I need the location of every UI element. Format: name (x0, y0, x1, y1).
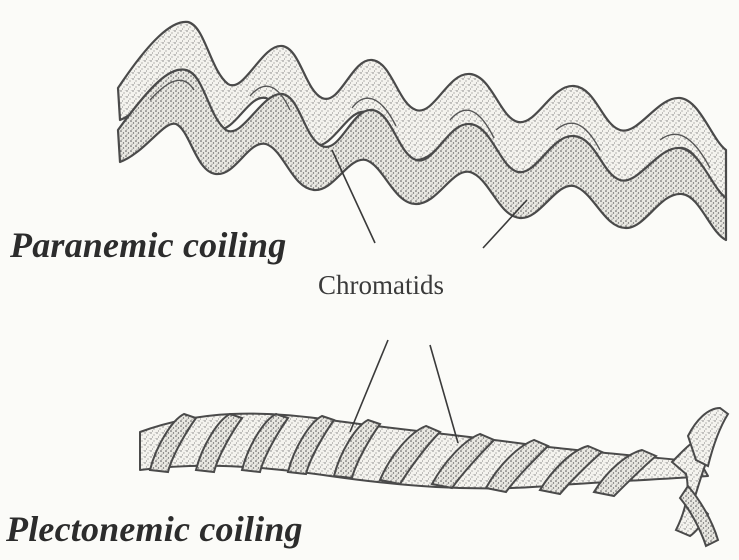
paranemic-coil (118, 22, 726, 240)
leader-line-bottom-right (430, 345, 458, 443)
plectonemic-coiling-label: Plectonemic coiling (6, 508, 303, 550)
leader-line-bottom-left (350, 340, 388, 432)
chromatids-label: Chromatids (318, 270, 444, 301)
paranemic-coiling-label: Paranemic coiling (10, 224, 286, 266)
